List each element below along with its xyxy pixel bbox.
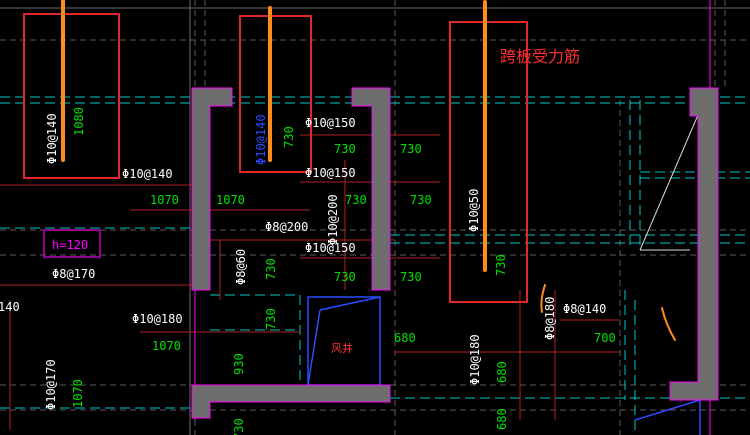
label-v-phi10-200: Φ10@200 xyxy=(326,194,340,245)
label-v1-spec: Φ10@140 xyxy=(45,113,59,164)
slab-thickness-box xyxy=(43,229,101,258)
label-v-1070-d: 1070 xyxy=(71,379,85,408)
label-h-phi10-150-a: Φ10@150 xyxy=(305,116,356,130)
wall-bottom xyxy=(191,384,391,419)
label-h-680-a: 680 xyxy=(394,331,416,345)
concrete-walls xyxy=(191,87,719,419)
label-h-730-b: 730 xyxy=(400,142,422,156)
label-v-930: 930 xyxy=(232,353,246,375)
label-h-phi8-200: Φ8@200 xyxy=(265,220,308,234)
label-v-730-bottom: 730 xyxy=(232,418,246,435)
label-v1-len: 1080 xyxy=(72,107,86,136)
label-v-phi8-180: Φ8@180 xyxy=(543,297,557,340)
orange-marks xyxy=(540,284,676,341)
label-v3-spec: Φ10@50 xyxy=(467,189,481,232)
label-h-730-c: 730 xyxy=(345,193,367,207)
label-v-phi8-60: Φ8@60 xyxy=(234,249,248,285)
label-v-680-c: 680 xyxy=(495,408,509,430)
label-h-1070-c: 1070 xyxy=(152,339,181,353)
label-h-700: 700 xyxy=(594,331,616,345)
label-h-1070-b: 1070 xyxy=(216,193,245,207)
label-h-730-f: 730 xyxy=(400,270,422,284)
label-h-730-e: 730 xyxy=(334,270,356,284)
label-v-phi10-170: Φ10@170 xyxy=(44,359,58,410)
frame-right xyxy=(449,21,528,303)
label-h-phi10-150-c: Φ10@150 xyxy=(305,241,356,255)
label-h-phi10-150-b: Φ10@150 xyxy=(305,166,356,180)
red-frames xyxy=(23,13,528,303)
label-h-phi8-170: Φ8@170 xyxy=(52,267,95,281)
label-h-730-a: 730 xyxy=(334,142,356,156)
label-h-1070-a: 1070 xyxy=(150,193,179,207)
wall-right xyxy=(669,87,719,401)
label-v2-spec: Φ10@140 xyxy=(254,114,268,165)
shaft-label: 风井 xyxy=(331,341,353,355)
label-left-140: 140 xyxy=(0,300,20,314)
label-h-730-d: 730 xyxy=(410,193,432,207)
wall-left-top xyxy=(191,87,233,291)
rebars xyxy=(61,0,487,272)
label-v2-len: 730 xyxy=(282,126,296,148)
label-v-phi10-180: Φ10@180 xyxy=(468,334,482,385)
frame-middle xyxy=(239,15,312,173)
label-v-680-b: 680 xyxy=(495,361,509,383)
frame-left xyxy=(23,13,120,179)
label-h-phi10-180: Φ10@180 xyxy=(132,312,183,326)
label-h-phi10-140: Φ10@140 xyxy=(122,167,173,181)
wall-center xyxy=(351,87,391,291)
label-v-730-g: 730 xyxy=(264,258,278,280)
label-v-730-h: 730 xyxy=(264,308,278,330)
slab-thickness-label: h=120 xyxy=(52,238,88,252)
label-h-phi8-140: Φ8@140 xyxy=(563,302,606,316)
magenta-lines xyxy=(194,0,711,435)
label-v3-len: 730 xyxy=(494,254,508,276)
white-detail-lines xyxy=(639,114,699,251)
annotation-text: 跨板受力筋 xyxy=(500,47,580,66)
red-rebar-lines xyxy=(0,134,620,430)
